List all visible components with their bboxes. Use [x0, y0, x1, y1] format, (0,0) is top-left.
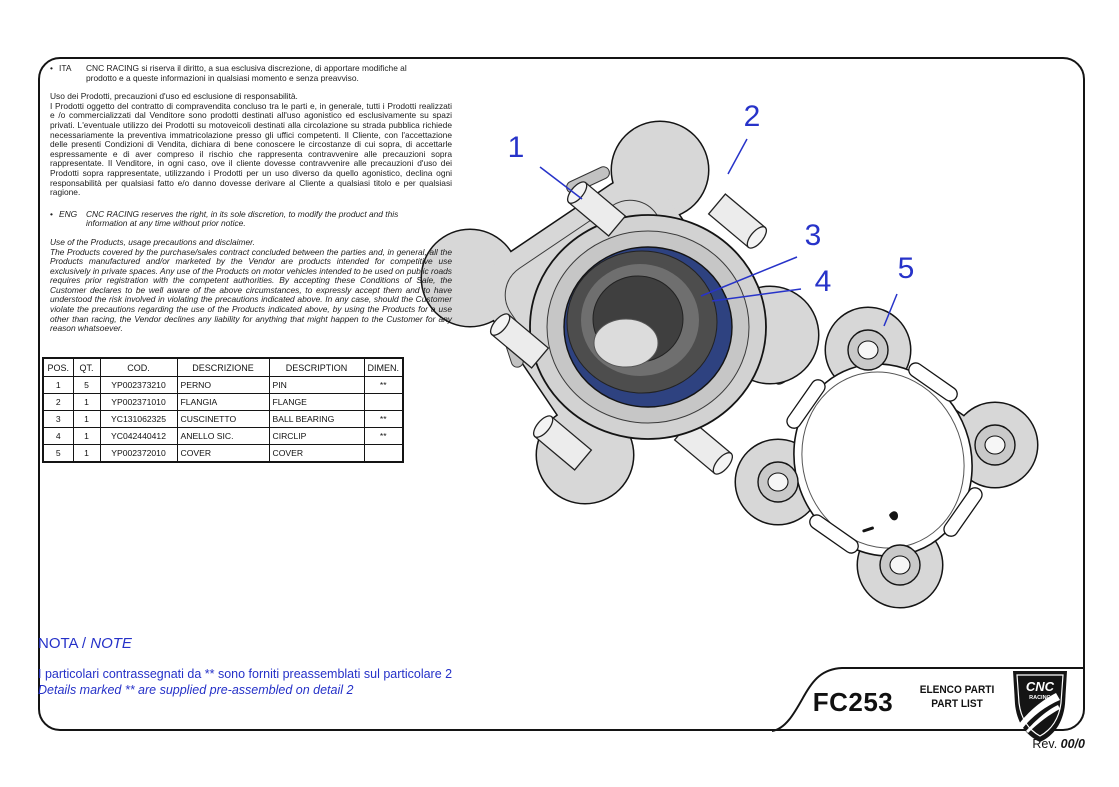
- eng-notice: • ENG CNC RACING reserves the right, in …: [50, 208, 452, 229]
- note-heading-eng: NOTE: [90, 635, 132, 652]
- note-heading: NOTA / NOTE: [38, 635, 452, 652]
- ita-disclaimer-body: I Prodotti oggetto del contratto di comp…: [50, 100, 452, 198]
- revision-value: 00/0: [1060, 737, 1085, 751]
- note-line-ita: I particolari contrassegnati da ** sono …: [38, 667, 453, 681]
- eng-disclaimer-body: The Products covered by the purchase/sal…: [50, 246, 452, 334]
- cover-opening: [793, 363, 973, 557]
- note-block: NOTA / NOTE I particolari contrassegnati…: [38, 635, 452, 698]
- revision-label: Rev.: [1032, 737, 1061, 751]
- note-heading-ita: NOTA /: [38, 635, 87, 652]
- callout-5: 5: [897, 252, 915, 285]
- pin-near: [489, 181, 627, 471]
- table-row: 5 1 YP002372010 COVER COVER: [42, 444, 404, 463]
- bullet-mark: •: [50, 63, 53, 73]
- callout-4: 4: [814, 265, 832, 298]
- eng-disclaimer-heading: Use of the Products, usage precautions a…: [50, 236, 255, 247]
- drawing-code: FC253: [812, 687, 894, 717]
- column-header: POS.: [42, 357, 74, 377]
- cover-slots: [786, 362, 983, 554]
- note-line-eng: Details marked ** are supplied pre-assem…: [38, 683, 354, 697]
- cover-part: [734, 306, 1039, 609]
- ita-disclaimer-paragraph: Uso dei Prodotti, precauzioni d'uso ed e…: [50, 92, 452, 198]
- sheet-border: [38, 57, 1085, 731]
- hub-boss: [529, 214, 767, 440]
- logo-text-cnc: CNC: [1026, 679, 1055, 694]
- parts-table: POS. QT. COD. DESCRIZIONE DESCRIPTION DI…: [42, 357, 404, 463]
- column-header: QT.: [72, 357, 101, 377]
- cover-mark: [889, 511, 898, 521]
- table-row: 4 1 YC042440412 ANELLO SIC. CIRCLIP **: [42, 427, 404, 445]
- flange-part: [420, 120, 820, 505]
- table-row: 2 1 YP002371010 FLANGIA FLANGE: [42, 393, 404, 411]
- ita-label: ITA: [59, 63, 72, 73]
- ita-disclaimer-heading: Uso dei Prodotti, precauzioni d'uso ed e…: [50, 91, 298, 102]
- eng-disclaimer-paragraph: Use of the Products, usage precautions a…: [50, 236, 452, 334]
- leader-lines: [539, 138, 898, 327]
- callout-1: 1: [507, 131, 525, 164]
- disclaimer-block: • ITA CNC RACING si riserva il diritto, …: [50, 63, 452, 346]
- column-header: COD.: [99, 357, 178, 377]
- title-block-tab: [771, 667, 1085, 732]
- cover-mark: [862, 526, 874, 533]
- table-row: 3 1 YC131062325 CUSCINETTO BALL BEARING …: [42, 410, 404, 428]
- logo-text-racing: RACING: [1029, 695, 1051, 701]
- ita-notice-text: CNC RACING si riserva il diritto, a sua …: [86, 63, 407, 83]
- cover-holes: [757, 329, 1016, 586]
- column-header: DESCRIZIONE: [176, 357, 270, 377]
- callout-2: 2: [743, 100, 761, 133]
- callout-3: 3: [804, 219, 822, 252]
- table-row: 1 5 YP002373210 PERNO PIN **: [42, 376, 404, 394]
- eng-notice-text: CNC RACING reserves the right, in its so…: [86, 208, 399, 229]
- bore-hole: [593, 318, 659, 368]
- revision: Rev. 00/0: [955, 737, 1085, 751]
- bullet-mark: •: [50, 208, 53, 219]
- sheet-title: ELENCO PARTI PART LIST: [907, 684, 1006, 711]
- sheet-title-ita: ELENCO PARTI: [919, 684, 995, 696]
- cnc-racing-logo: CNC RACING: [1013, 671, 1067, 742]
- ita-notice: • ITA CNC RACING si riserva il diritto, …: [50, 63, 452, 83]
- column-header: DIMEN.: [363, 357, 404, 377]
- column-header: DESCRIPTION: [268, 357, 365, 377]
- sheet-title-eng: PART LIST: [931, 697, 983, 710]
- table-header-row: POS. QT. COD. DESCRIZIONE DESCRIPTION DI…: [42, 357, 404, 377]
- eng-label: ENG: [59, 208, 78, 219]
